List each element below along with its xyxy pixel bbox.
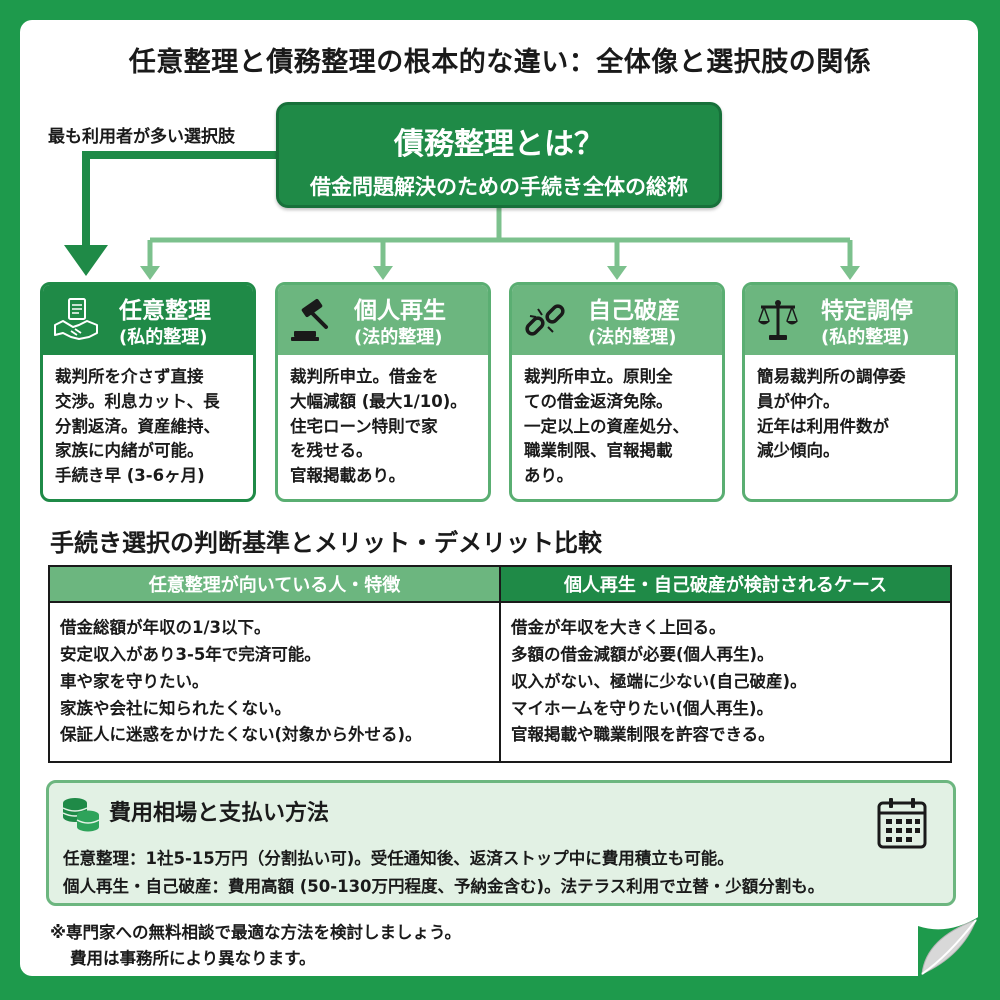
page-curl-decoration bbox=[918, 916, 980, 978]
column-body: 借金総額が年収の1/3以下。 安定収入があり3-5年で完済可能。 車や家を守りた… bbox=[50, 603, 499, 761]
card-description: 裁判所を介さず直接 交渉。利息カット、長 分割返済。資産維持、 家族に内緒が可能… bbox=[43, 355, 253, 499]
cost-title: 費用相場と支払い方法 bbox=[109, 801, 330, 826]
broken-chain-icon bbox=[525, 304, 565, 336]
card-specific-mediation: 特定調停 (私的整理) 簡易裁判所の調停委 員が仲介。 近年は利用件数が 減少傾… bbox=[742, 282, 958, 502]
list-item: 借金総額が年収の1/3以下。 bbox=[60, 618, 271, 638]
cost-line-legal: 個人再生・自己破産：費用高額 (50-130万円程度、予納金含む)。法テラス利用… bbox=[63, 877, 825, 896]
card-voluntary-settlement: 任意整理 (私的整理) 裁判所を介さず直接 交渉。利息カット、長 分割返済。資産… bbox=[40, 282, 256, 502]
card-name: 特定調停 bbox=[821, 298, 913, 324]
calendar-icon bbox=[877, 798, 927, 849]
card-description: 裁判所申立。原則全 ての借金返済免除。 一定以上の資産処分、 職業制限、官報掲載… bbox=[512, 355, 722, 499]
card-description: 裁判所申立。借金を 大幅減額 (最大1/10)。 住宅ローン特則で家 を残せる。… bbox=[278, 355, 488, 499]
card-description: 簡易裁判所の調停委 員が仲介。 近年は利用件数が 減少傾向。 bbox=[745, 355, 955, 474]
footnote-line: 費用は事務所により異なります。 bbox=[70, 949, 316, 969]
footnote-line: ※専門家への無料相談で最適な方法を検討しましょう。 bbox=[50, 923, 462, 942]
scales-icon bbox=[758, 300, 798, 340]
column-body: 借金が年収を大きく上回る。 多額の借金減額が必要(個人再生)。 収入がない、極端… bbox=[501, 603, 950, 761]
comparison-table: 任意整理が向いている人・特徴 借金総額が年収の1/3以下。 安定収入があり3-5… bbox=[48, 565, 952, 763]
column-header: 個人再生・自己破産が検討されるケース bbox=[501, 567, 950, 604]
list-item: 保証人に迷惑をかけたくない(対象から外せる)。 bbox=[60, 725, 422, 745]
page-title: 任意整理と債務整理の根本的な違い：全体像と選択肢の関係 bbox=[128, 47, 872, 78]
card-bankruptcy: 自己破産 (法的整理) 裁判所申立。原則全 ての借金返済免除。 一定以上の資産処… bbox=[509, 282, 725, 502]
comparison-column-legal: 個人再生・自己破産が検討されるケース 借金が年収を大きく上回る。 多額の借金減額… bbox=[499, 567, 950, 761]
cost-panel: 費用相場と支払い方法 任意整理：1社5-15万円（分割払い可)。受任通知後、返済… bbox=[46, 780, 956, 906]
list-item: 借金が年収を大きく上回る。 bbox=[511, 618, 726, 638]
card-line: ての借金返済免除。 bbox=[524, 391, 673, 411]
card-type: (私的整理) bbox=[119, 327, 208, 348]
card-line: 裁判所申立。借金を bbox=[290, 367, 439, 386]
card-line: 住宅ローン特則で家 bbox=[290, 416, 438, 436]
comparison-section-title: 手続き選択の判断基準とメリット・デメリット比較 bbox=[50, 529, 602, 557]
card-name: 個人再生 bbox=[354, 298, 446, 324]
cost-line-voluntary: 任意整理：1社5-15万円（分割払い可)。受任通知後、返済ストップ中に費用積立も… bbox=[63, 849, 734, 868]
list-item: 収入がない、極端に少ない(自己破産)。 bbox=[511, 671, 807, 691]
card-line: あり。 bbox=[524, 466, 574, 485]
list-item: 安定収入があり3-5年で完済可能。 bbox=[60, 645, 321, 665]
card-line: 分割返済。資産維持、 bbox=[55, 416, 220, 436]
coins-icon bbox=[62, 798, 100, 832]
card-line: 手続き早 (3-6ヶ月) bbox=[55, 466, 205, 485]
card-type: (法的整理) bbox=[354, 327, 443, 348]
card-line: 裁判所申立。原則全 bbox=[524, 367, 673, 386]
column-header: 任意整理が向いている人・特徴 bbox=[50, 567, 499, 604]
card-header: 特定調停 (私的整理) bbox=[745, 285, 955, 355]
list-item: 官報掲載や職業制限を許容できる。 bbox=[511, 725, 775, 745]
card-line: 簡易裁判所の調停委 bbox=[757, 367, 906, 386]
side-note: 最も利用者が多い選択肢 bbox=[48, 127, 235, 147]
card-line: 大幅減額 (最大1/10)。 bbox=[290, 391, 467, 411]
card-line: 交渉。利息カット、長 bbox=[55, 391, 220, 411]
list-item: 多額の借金減額が必要(個人再生)。 bbox=[511, 645, 774, 665]
card-line: 員が仲介。 bbox=[757, 391, 840, 411]
card-line: を残せる。 bbox=[290, 441, 373, 461]
card-header: 任意整理 (私的整理) bbox=[43, 285, 253, 355]
card-header: 自己破産 (法的整理) bbox=[512, 285, 722, 355]
list-item: 家族や会社に知られたくない。 bbox=[60, 698, 291, 718]
card-type: (法的整理) bbox=[588, 327, 677, 348]
card-name: 任意整理 bbox=[119, 298, 211, 324]
card-line: 職業制限、官報掲載 bbox=[524, 441, 673, 461]
handshake-icon bbox=[54, 298, 98, 340]
card-line: 裁判所を介さず直接 bbox=[55, 367, 204, 386]
card-individual-rehabilitation: 個人再生 (法的整理) 裁判所申立。借金を 大幅減額 (最大1/10)。 住宅ロ… bbox=[275, 282, 491, 502]
hub-subtitle: 借金問題解決のための手続き全体の総称 bbox=[310, 175, 688, 199]
card-line: 家族に内緒が可能。 bbox=[55, 441, 204, 461]
hub-title: 債務整理とは？ bbox=[394, 127, 604, 162]
card-line: 官報掲載あり。 bbox=[290, 466, 406, 485]
gavel-icon bbox=[291, 298, 328, 341]
card-name: 自己破産 bbox=[588, 298, 680, 324]
comparison-column-voluntary: 任意整理が向いている人・特徴 借金総額が年収の1/3以下。 安定収入があり3-5… bbox=[50, 567, 499, 761]
card-type: (私的整理) bbox=[821, 327, 910, 348]
list-item: マイホームを守りたい(個人再生)。 bbox=[511, 698, 774, 718]
card-line: 一定以上の資産処分、 bbox=[524, 416, 689, 436]
card-header: 個人再生 (法的整理) bbox=[278, 285, 488, 355]
debt-consolidation-hub: 債務整理とは？ 借金問題解決のための手続き全体の総称 bbox=[276, 102, 722, 208]
card-line: 近年は利用件数が bbox=[757, 416, 889, 436]
list-item: 車や家を守りたい。 bbox=[60, 671, 209, 691]
card-line: 減少傾向。 bbox=[757, 441, 840, 461]
footnote: ※専門家への無料相談で最適な方法を検討しましょう。 費用は事務所により異なります… bbox=[50, 920, 461, 973]
